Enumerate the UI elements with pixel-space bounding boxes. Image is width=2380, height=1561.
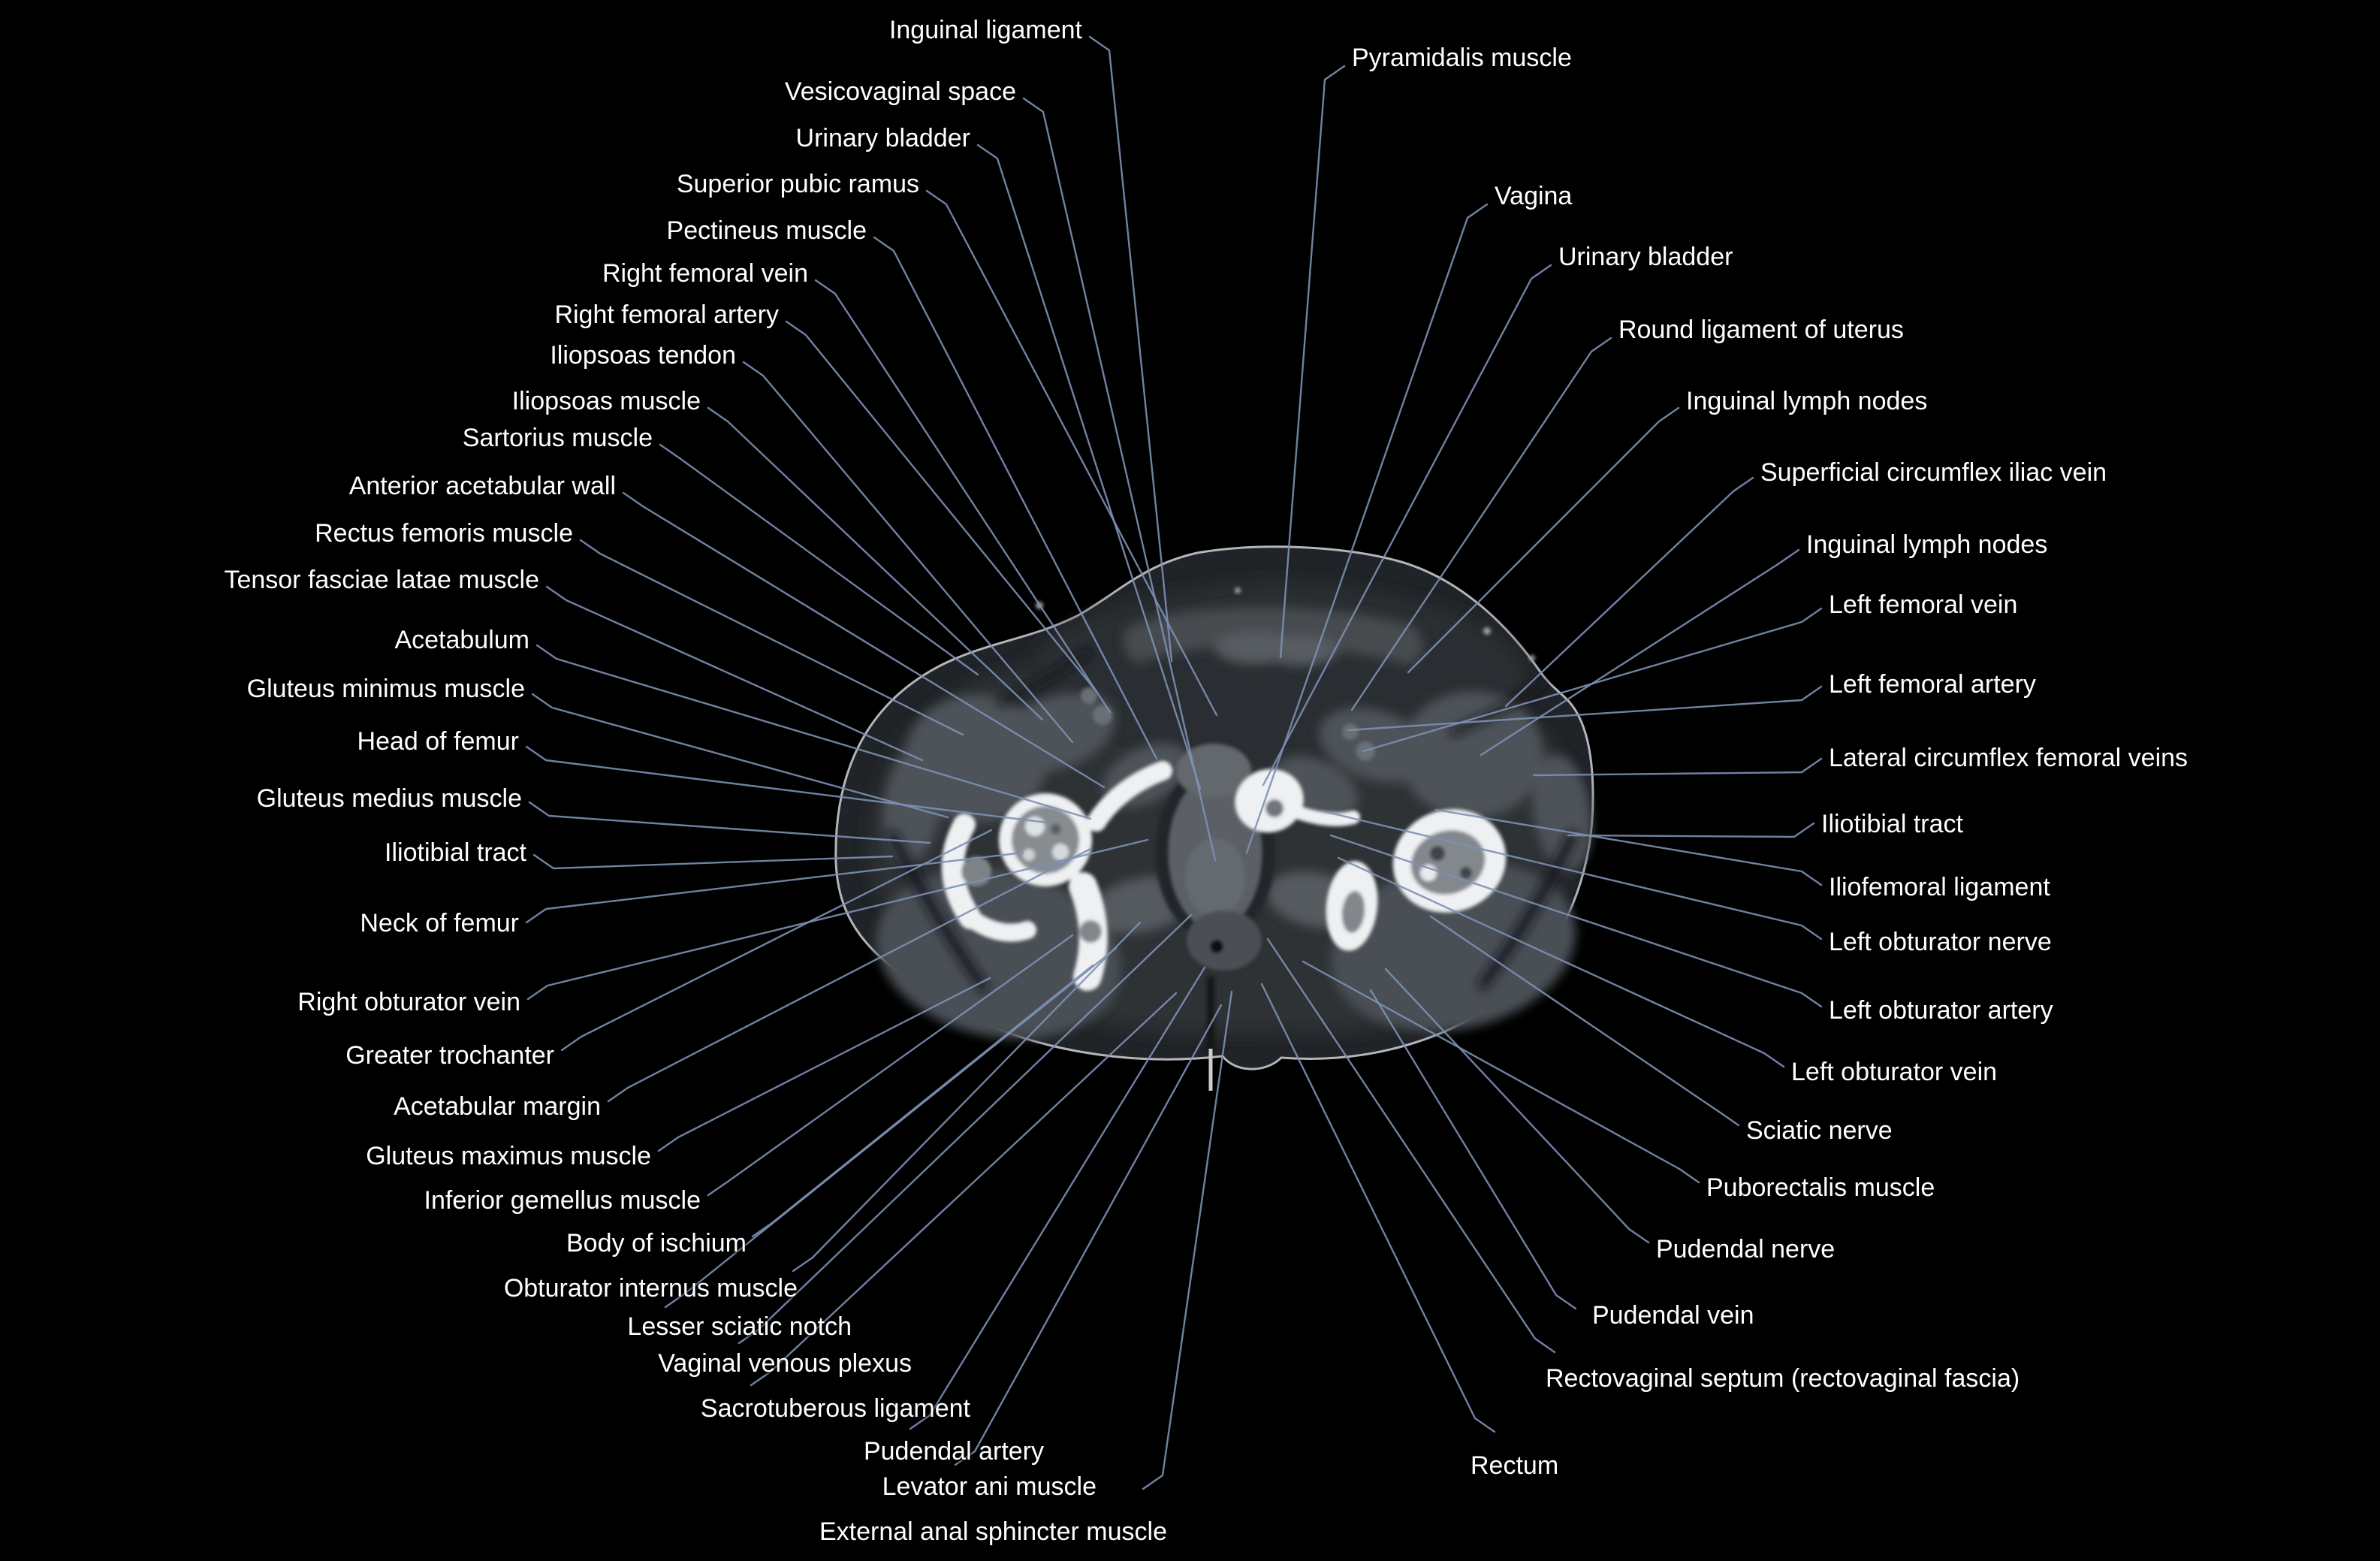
leader-line (1567, 822, 1815, 838)
leader-line (750, 992, 1178, 1387)
leader-line (1245, 203, 1489, 854)
small-vessel-dot (1483, 627, 1491, 635)
leader-line (1262, 264, 1552, 787)
leader-line (873, 236, 1158, 760)
right-femoral-head-marrow (1012, 806, 1079, 874)
left-tensor-fasciae-latae (1532, 754, 1592, 871)
right-acetabular-wall-bone (1087, 761, 1172, 832)
right-greater-trochanter-bone (941, 814, 982, 929)
left-marrow-dark-spot (1430, 846, 1445, 861)
leader-line (664, 947, 1118, 1309)
marrow-dark-spot (1051, 824, 1061, 835)
vessels (1036, 587, 1535, 761)
right-femoral-artery-vessel (1081, 687, 1097, 704)
left-marrow-dark-spot (1460, 867, 1472, 879)
leader-line (1350, 337, 1612, 711)
leader-line (1480, 548, 1800, 756)
leader-line (532, 853, 894, 870)
leader-line (792, 921, 1142, 1273)
leader-line (1142, 990, 1233, 1490)
leader-line (525, 851, 1024, 924)
leader-line (1407, 406, 1680, 674)
left-gluteus-maximus-muscle (1330, 862, 1576, 1031)
leader-line (545, 585, 924, 762)
leader-lines-group (525, 35, 1823, 1490)
leader-line (1384, 968, 1650, 1244)
leader-line (1369, 989, 1577, 1310)
leader-line (707, 934, 1074, 1197)
leader-line (1266, 938, 1556, 1354)
leader-line (976, 143, 1202, 790)
marrow-speck (1052, 844, 1069, 860)
leader-line (1329, 834, 1823, 1008)
leader-line (607, 847, 1092, 1103)
leader-line (1532, 757, 1823, 777)
leader-line (925, 189, 1218, 717)
leader-line (659, 443, 979, 676)
right-trochanter-extension (961, 909, 1036, 942)
leader-line (535, 644, 1092, 820)
leader-line (531, 693, 949, 819)
urinary-bladder-organ (1176, 744, 1251, 798)
rectum-organ (1187, 910, 1262, 971)
left-pubic-ramus-bone (1235, 768, 1304, 833)
leader-line (1322, 810, 1823, 941)
leader-line (738, 913, 1193, 1345)
leader-line (814, 279, 1112, 714)
leader-line (525, 745, 1048, 824)
leader-line (657, 977, 991, 1152)
leader-line (622, 491, 1106, 789)
leader-line (1429, 915, 1740, 1127)
leader-line (526, 838, 1149, 1001)
leader-line (1504, 476, 1754, 708)
rectus-pyramidalis-muscle (1263, 636, 1338, 666)
leader-line (1347, 685, 1823, 732)
leader-line (785, 320, 1096, 691)
right-ischium-marrow (1079, 920, 1102, 943)
left-femoral-artery-vessel (1342, 723, 1359, 740)
left-pubic-ramus-foramen (1265, 799, 1284, 817)
leader-line (1279, 65, 1346, 659)
leader-line (1022, 97, 1217, 862)
small-vessel-dot (1235, 587, 1241, 593)
leader-line (1434, 808, 1823, 886)
small-vessel-dot (1529, 655, 1535, 661)
leader-line (742, 361, 1074, 744)
marrow-speck (1023, 849, 1035, 861)
left-anterior-thigh-muscles (1401, 691, 1543, 819)
leader-line (560, 829, 993, 1052)
leader-line (528, 801, 931, 844)
leader-line (1260, 983, 1496, 1433)
leader-line (1088, 35, 1173, 663)
leader-line (909, 966, 1206, 1430)
right-femoral-vein-vessel (1093, 705, 1112, 725)
anal-canal (1210, 940, 1223, 953)
left-ischium-marrow (1341, 891, 1365, 933)
leader-line (954, 1004, 1223, 1466)
vagina-organ (1185, 838, 1245, 916)
leader-line (1337, 856, 1785, 1068)
leader-line (1302, 960, 1700, 1184)
right-iliopsoas-muscle (1000, 693, 1115, 772)
leader-line (707, 406, 1044, 721)
leader-line (579, 539, 964, 736)
leader-line (1362, 607, 1823, 753)
